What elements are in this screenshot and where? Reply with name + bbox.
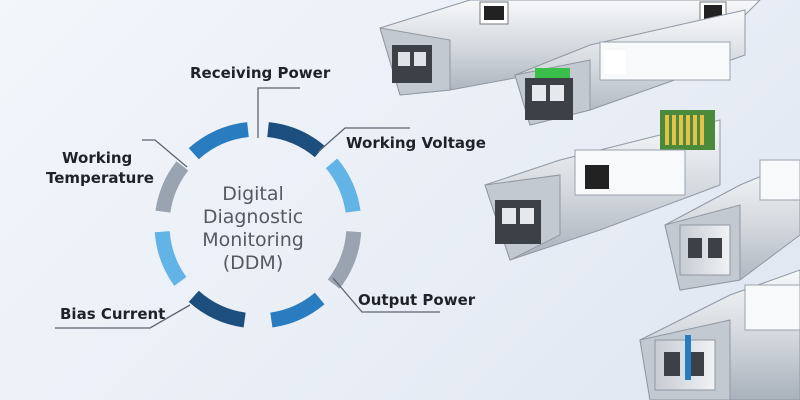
- center-title-line: Monitoring: [202, 229, 304, 251]
- connector-bias-current: [55, 304, 191, 329]
- connector-working-voltage: [317, 127, 410, 153]
- segment-output-power: [327, 230, 362, 289]
- segment-working-voltage: [266, 122, 325, 158]
- connector-working-temperature: [142, 139, 188, 168]
- transceiver-module: [664, 159, 800, 291]
- connector-receiving-power: [257, 87, 300, 138]
- transceiver-module: [514, 9, 746, 126]
- segment-receiving-power-left: [188, 122, 249, 160]
- label-working-voltage: Working Voltage: [346, 134, 486, 152]
- segment-left-lower: [154, 230, 187, 286]
- label-bias-current: Bias Current: [60, 305, 166, 323]
- transceiver-module: [379, 0, 761, 96]
- segment-bottom-right: [270, 292, 325, 328]
- segment-right-upper: [325, 158, 361, 213]
- center-title-line: Digital: [222, 183, 284, 205]
- segment-working-temperature: [155, 161, 189, 213]
- center-title-line: (DDM): [222, 252, 284, 274]
- segment-bias-current: [188, 290, 246, 328]
- transceiver-module: [484, 110, 721, 261]
- label-output-power: Output Power: [358, 291, 476, 309]
- label-receiving-power: Receiving Power: [190, 64, 331, 82]
- center-title-line: Diagnostic: [202, 206, 304, 228]
- transceiver-module: [639, 269, 800, 400]
- label-working-temperature: Working Temperature: [46, 148, 154, 188]
- label-working-temperature-line: Temperature: [46, 169, 154, 187]
- ddm-center-title: Digital Diagnostic Monitoring (DDM): [178, 183, 328, 275]
- label-working-temperature-line: Working: [62, 149, 133, 167]
- connector-output-power: [332, 277, 440, 313]
